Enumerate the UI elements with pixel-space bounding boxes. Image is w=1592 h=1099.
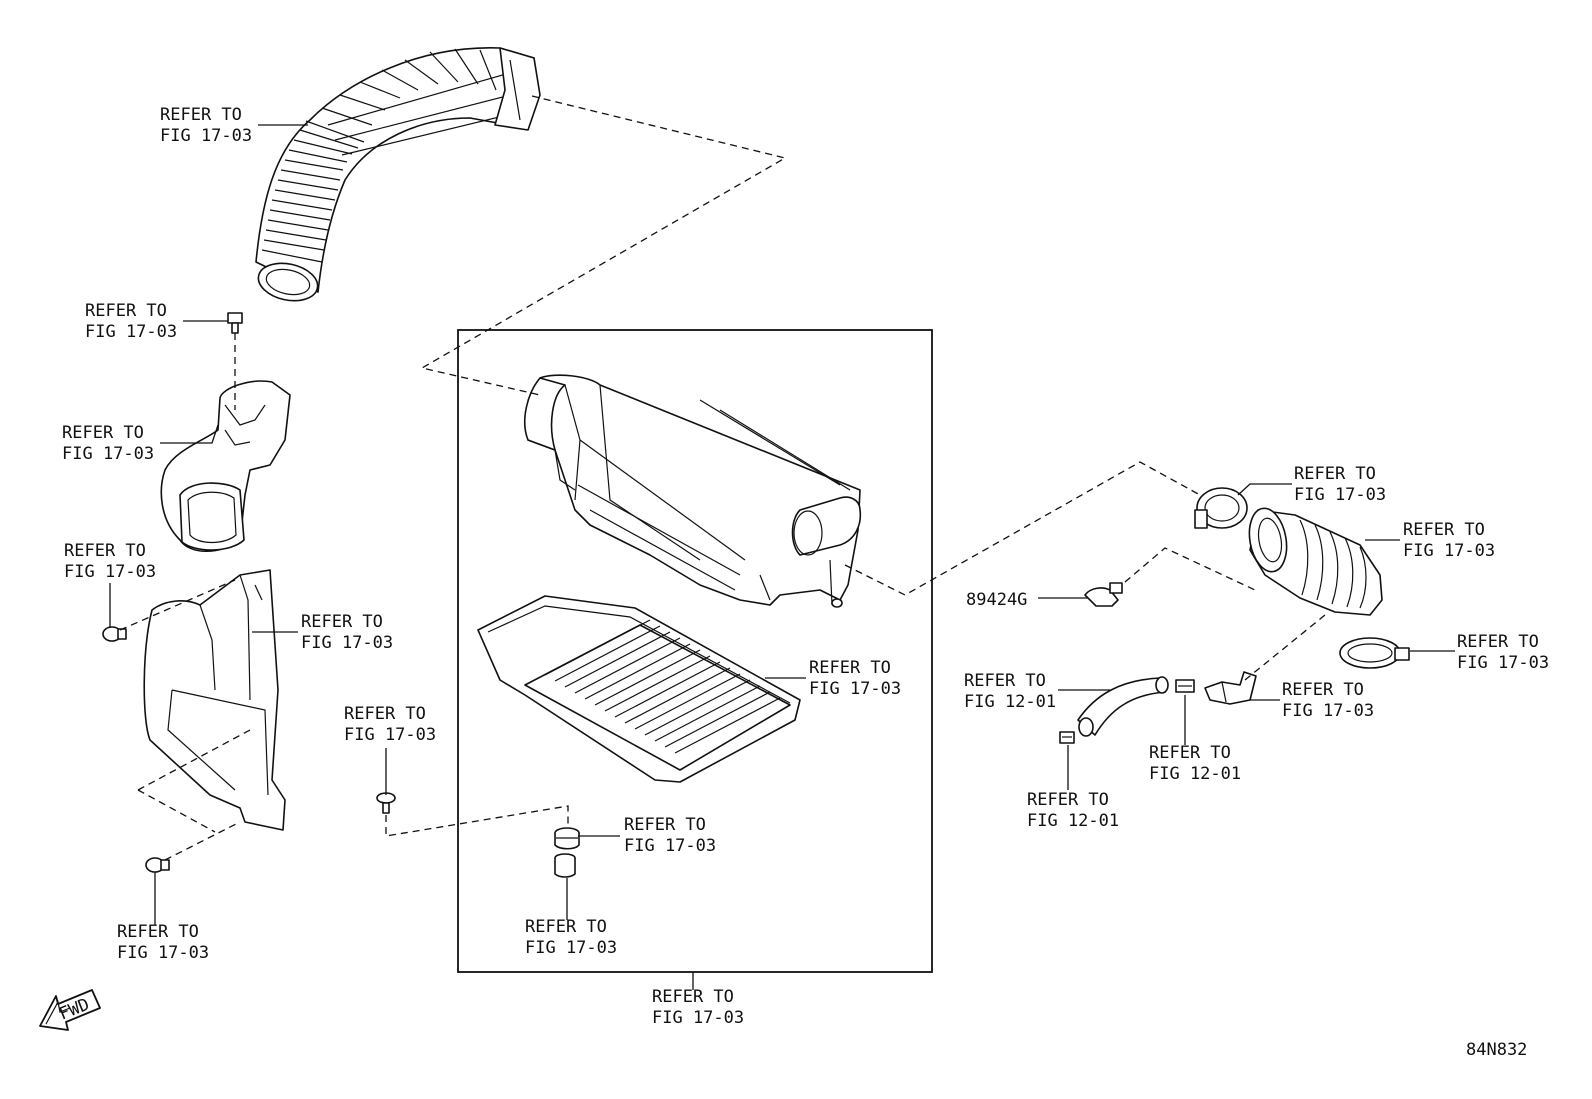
label-clip-left[interactable]: REFER TO FIG 17-03	[64, 541, 156, 582]
label-collar[interactable]: REFER TO FIG 17-03	[525, 917, 617, 958]
grommet	[554, 827, 580, 850]
part-number-label[interactable]: 89424G	[966, 590, 1027, 610]
label-line2: FIG 12-01	[964, 692, 1056, 712]
intake-hose-right	[1248, 507, 1383, 616]
air-cleaner-case	[524, 374, 862, 608]
label-elbow[interactable]: REFER TO FIG 17-03	[1282, 680, 1374, 721]
fwd-arrow-icon: FWD	[39, 989, 101, 1031]
label-line1: REFER TO	[652, 987, 734, 1007]
label-vent-hose[interactable]: REFER TO FIG 12-01	[964, 671, 1056, 712]
label-clamp-top-right[interactable]: REFER TO FIG 17-03	[1294, 464, 1386, 505]
label-hose-right[interactable]: REFER TO FIG 17-03	[1403, 520, 1495, 561]
air-inlet-left	[160, 380, 291, 552]
label-shield[interactable]: REFER TO FIG 17-03	[301, 612, 393, 653]
label-line2: FIG 17-03	[1282, 701, 1374, 721]
label-line1: REFER TO	[1457, 632, 1539, 652]
label-line1: REFER TO	[160, 105, 242, 125]
label-line1: REFER TO	[964, 671, 1046, 691]
label-line2: FIG 12-01	[1027, 811, 1119, 831]
label-line1: REFER TO	[1403, 520, 1485, 540]
label-line1: REFER TO	[1149, 743, 1231, 763]
hose-clamp-top	[1194, 487, 1248, 529]
hose-clip-right	[1175, 679, 1195, 693]
label-line2: FIG 17-03	[809, 679, 901, 699]
label-clip-bottom[interactable]: REFER TO FIG 12-01	[1027, 790, 1119, 831]
bolt-top-left	[227, 312, 243, 334]
sensor-89424g	[1084, 582, 1123, 607]
figure-code: 84N832	[1466, 1040, 1527, 1060]
label-line2: FIG 17-03	[652, 1008, 744, 1028]
vent-hose	[1077, 676, 1169, 737]
screw-center	[376, 792, 396, 814]
clip-bottom-left	[145, 857, 170, 873]
label-line1: REFER TO	[1294, 464, 1376, 484]
label-line2: FIG 17-03	[85, 322, 177, 342]
label-line2: FIG 17-03	[64, 562, 156, 582]
label-screw-center[interactable]: REFER TO FIG 17-03	[344, 704, 436, 745]
label-line2: FIG 12-01	[1149, 764, 1241, 784]
label-upper-duct[interactable]: REFER TO FIG 17-03	[160, 105, 252, 146]
elbow-fitting	[1204, 671, 1257, 705]
label-line2: FIG 17-03	[624, 836, 716, 856]
label-line1: REFER TO	[1282, 680, 1364, 700]
label-line2: FIG 17-03	[1294, 485, 1386, 505]
leader-lines	[109, 124, 1455, 990]
label-line1: REFER TO	[525, 917, 607, 937]
label-line1: REFER TO	[64, 541, 146, 561]
collar	[554, 853, 576, 878]
label-element[interactable]: REFER TO FIG 17-03	[809, 658, 901, 699]
air-filter-element	[477, 595, 801, 783]
label-line2: FIG 17-03	[117, 943, 209, 963]
label-line2: FIG 17-03	[1457, 653, 1549, 673]
label-housing-assy[interactable]: REFER TO FIG 17-03	[652, 987, 744, 1028]
air-cleaner-assy-frame	[457, 329, 933, 973]
label-line2: FIG 17-03	[62, 444, 154, 464]
air-guide-shield	[143, 569, 286, 831]
label-line2: FIG 17-03	[301, 633, 393, 653]
label-bolt-top-left[interactable]: REFER TO FIG 17-03	[85, 301, 177, 342]
label-air-inlet[interactable]: REFER TO FIG 17-03	[62, 423, 154, 464]
label-line1: REFER TO	[344, 704, 426, 724]
label-line2: FIG 17-03	[160, 126, 252, 146]
label-line2: FIG 17-03	[344, 725, 436, 745]
label-clip-bottom-left[interactable]: REFER TO FIG 17-03	[117, 922, 209, 963]
label-clamp-bottom-right[interactable]: REFER TO FIG 17-03	[1457, 632, 1549, 673]
label-line1: REFER TO	[301, 612, 383, 632]
label-grommet[interactable]: REFER TO FIG 17-03	[624, 815, 716, 856]
label-line1: REFER TO	[85, 301, 167, 321]
label-line1: REFER TO	[62, 423, 144, 443]
label-line1: REFER TO	[117, 922, 199, 942]
label-line1: REFER TO	[809, 658, 891, 678]
hose-clip-bottom	[1059, 731, 1075, 744]
dashed-connectors	[119, 95, 1326, 861]
label-line1: REFER TO	[1027, 790, 1109, 810]
label-clip-hose[interactable]: REFER TO FIG 12-01	[1149, 743, 1241, 784]
upper-intake-duct	[255, 47, 541, 302]
label-line1: REFER TO	[624, 815, 706, 835]
hose-clamp-bottom	[1339, 637, 1410, 669]
label-line2: FIG 17-03	[1403, 541, 1495, 561]
label-line2: FIG 17-03	[525, 938, 617, 958]
